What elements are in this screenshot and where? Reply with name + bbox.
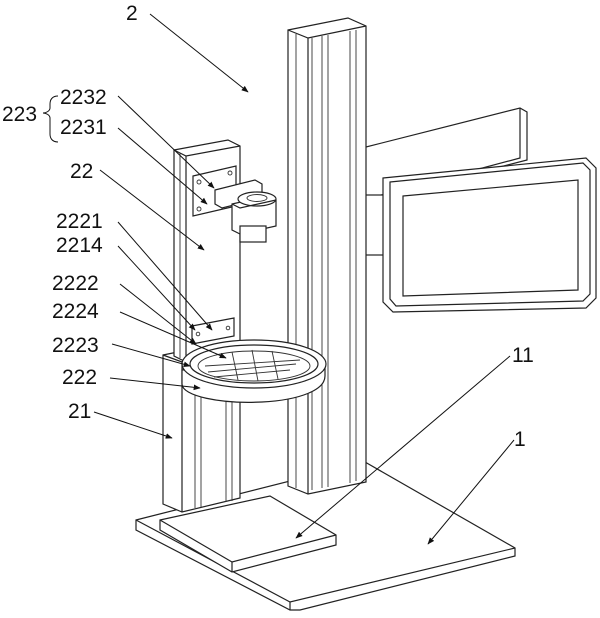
label-2221: 2221 (56, 210, 103, 233)
label-222: 222 (62, 366, 97, 389)
label-22: 22 (70, 160, 93, 183)
label-2232: 2232 (60, 86, 107, 109)
label-2224: 2224 (52, 300, 99, 323)
label-2223: 2223 (52, 334, 99, 357)
monitor-assembly (362, 108, 596, 312)
main-column (288, 18, 366, 494)
label-223: 223 (2, 103, 37, 126)
ring-holder (182, 340, 326, 402)
label-1: 1 (514, 428, 526, 451)
label-2: 2 (126, 2, 138, 25)
label-11: 11 (512, 344, 534, 367)
label-2222: 2222 (52, 272, 99, 295)
label-2231: 2231 (60, 116, 107, 139)
label-21: 21 (68, 400, 91, 423)
label-2214: 2214 (56, 234, 103, 257)
